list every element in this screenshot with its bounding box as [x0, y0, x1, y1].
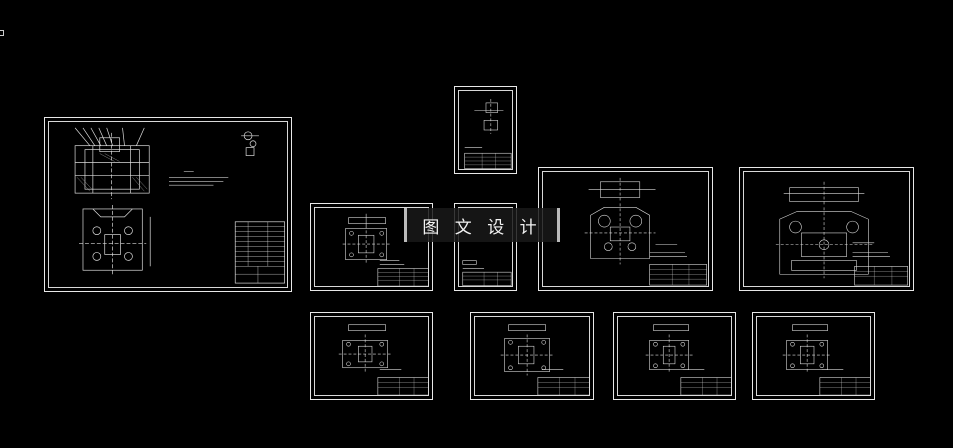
sheet-inner-frame — [617, 316, 732, 396]
part-drawing — [338, 324, 429, 396]
watermark-text: 图 文 设 计 — [422, 217, 542, 238]
part-drawing — [342, 213, 429, 287]
large-part-drawing-sheet-1[interactable] — [538, 167, 713, 291]
part-drawing — [645, 324, 732, 396]
sheet-inner-frame — [314, 207, 429, 287]
assembly-drawing — [74, 127, 285, 284]
sheet-inner-frame — [458, 207, 513, 287]
narrow-part-drawing — [462, 260, 512, 287]
sheet-inner-frame — [474, 316, 590, 396]
large-part-drawing — [584, 177, 707, 286]
part-drawing-sheet-3[interactable] — [470, 312, 594, 400]
large-part-drawing — [775, 181, 908, 286]
part-drawing — [782, 324, 871, 396]
leader-lines — [74, 127, 145, 146]
assembly-drawing-sheet[interactable] — [44, 117, 292, 292]
sheet-inner-frame — [48, 121, 288, 288]
part-drawing-sheet-5[interactable] — [752, 312, 875, 400]
part-drawing — [500, 324, 590, 396]
part-drawing-sheet-1[interactable] — [310, 203, 433, 291]
sheet-inner-frame — [314, 316, 429, 396]
part-drawing-sheet-2[interactable] — [310, 312, 433, 400]
sheet-inner-frame — [743, 171, 910, 287]
sheet-inner-frame — [458, 90, 513, 170]
sheet-inner-frame — [756, 316, 871, 396]
small-part-drawing — [464, 99, 512, 170]
narrow-part-drawing-sheet[interactable] — [454, 203, 517, 291]
part-drawing-sheet-4[interactable] — [613, 312, 736, 400]
ucs-icon — [0, 30, 4, 36]
watermark-banner: 图 文 设 计 — [404, 208, 560, 242]
large-part-drawing-sheet-2[interactable] — [739, 167, 914, 291]
small-vertical-drawing-sheet[interactable] — [454, 86, 517, 174]
